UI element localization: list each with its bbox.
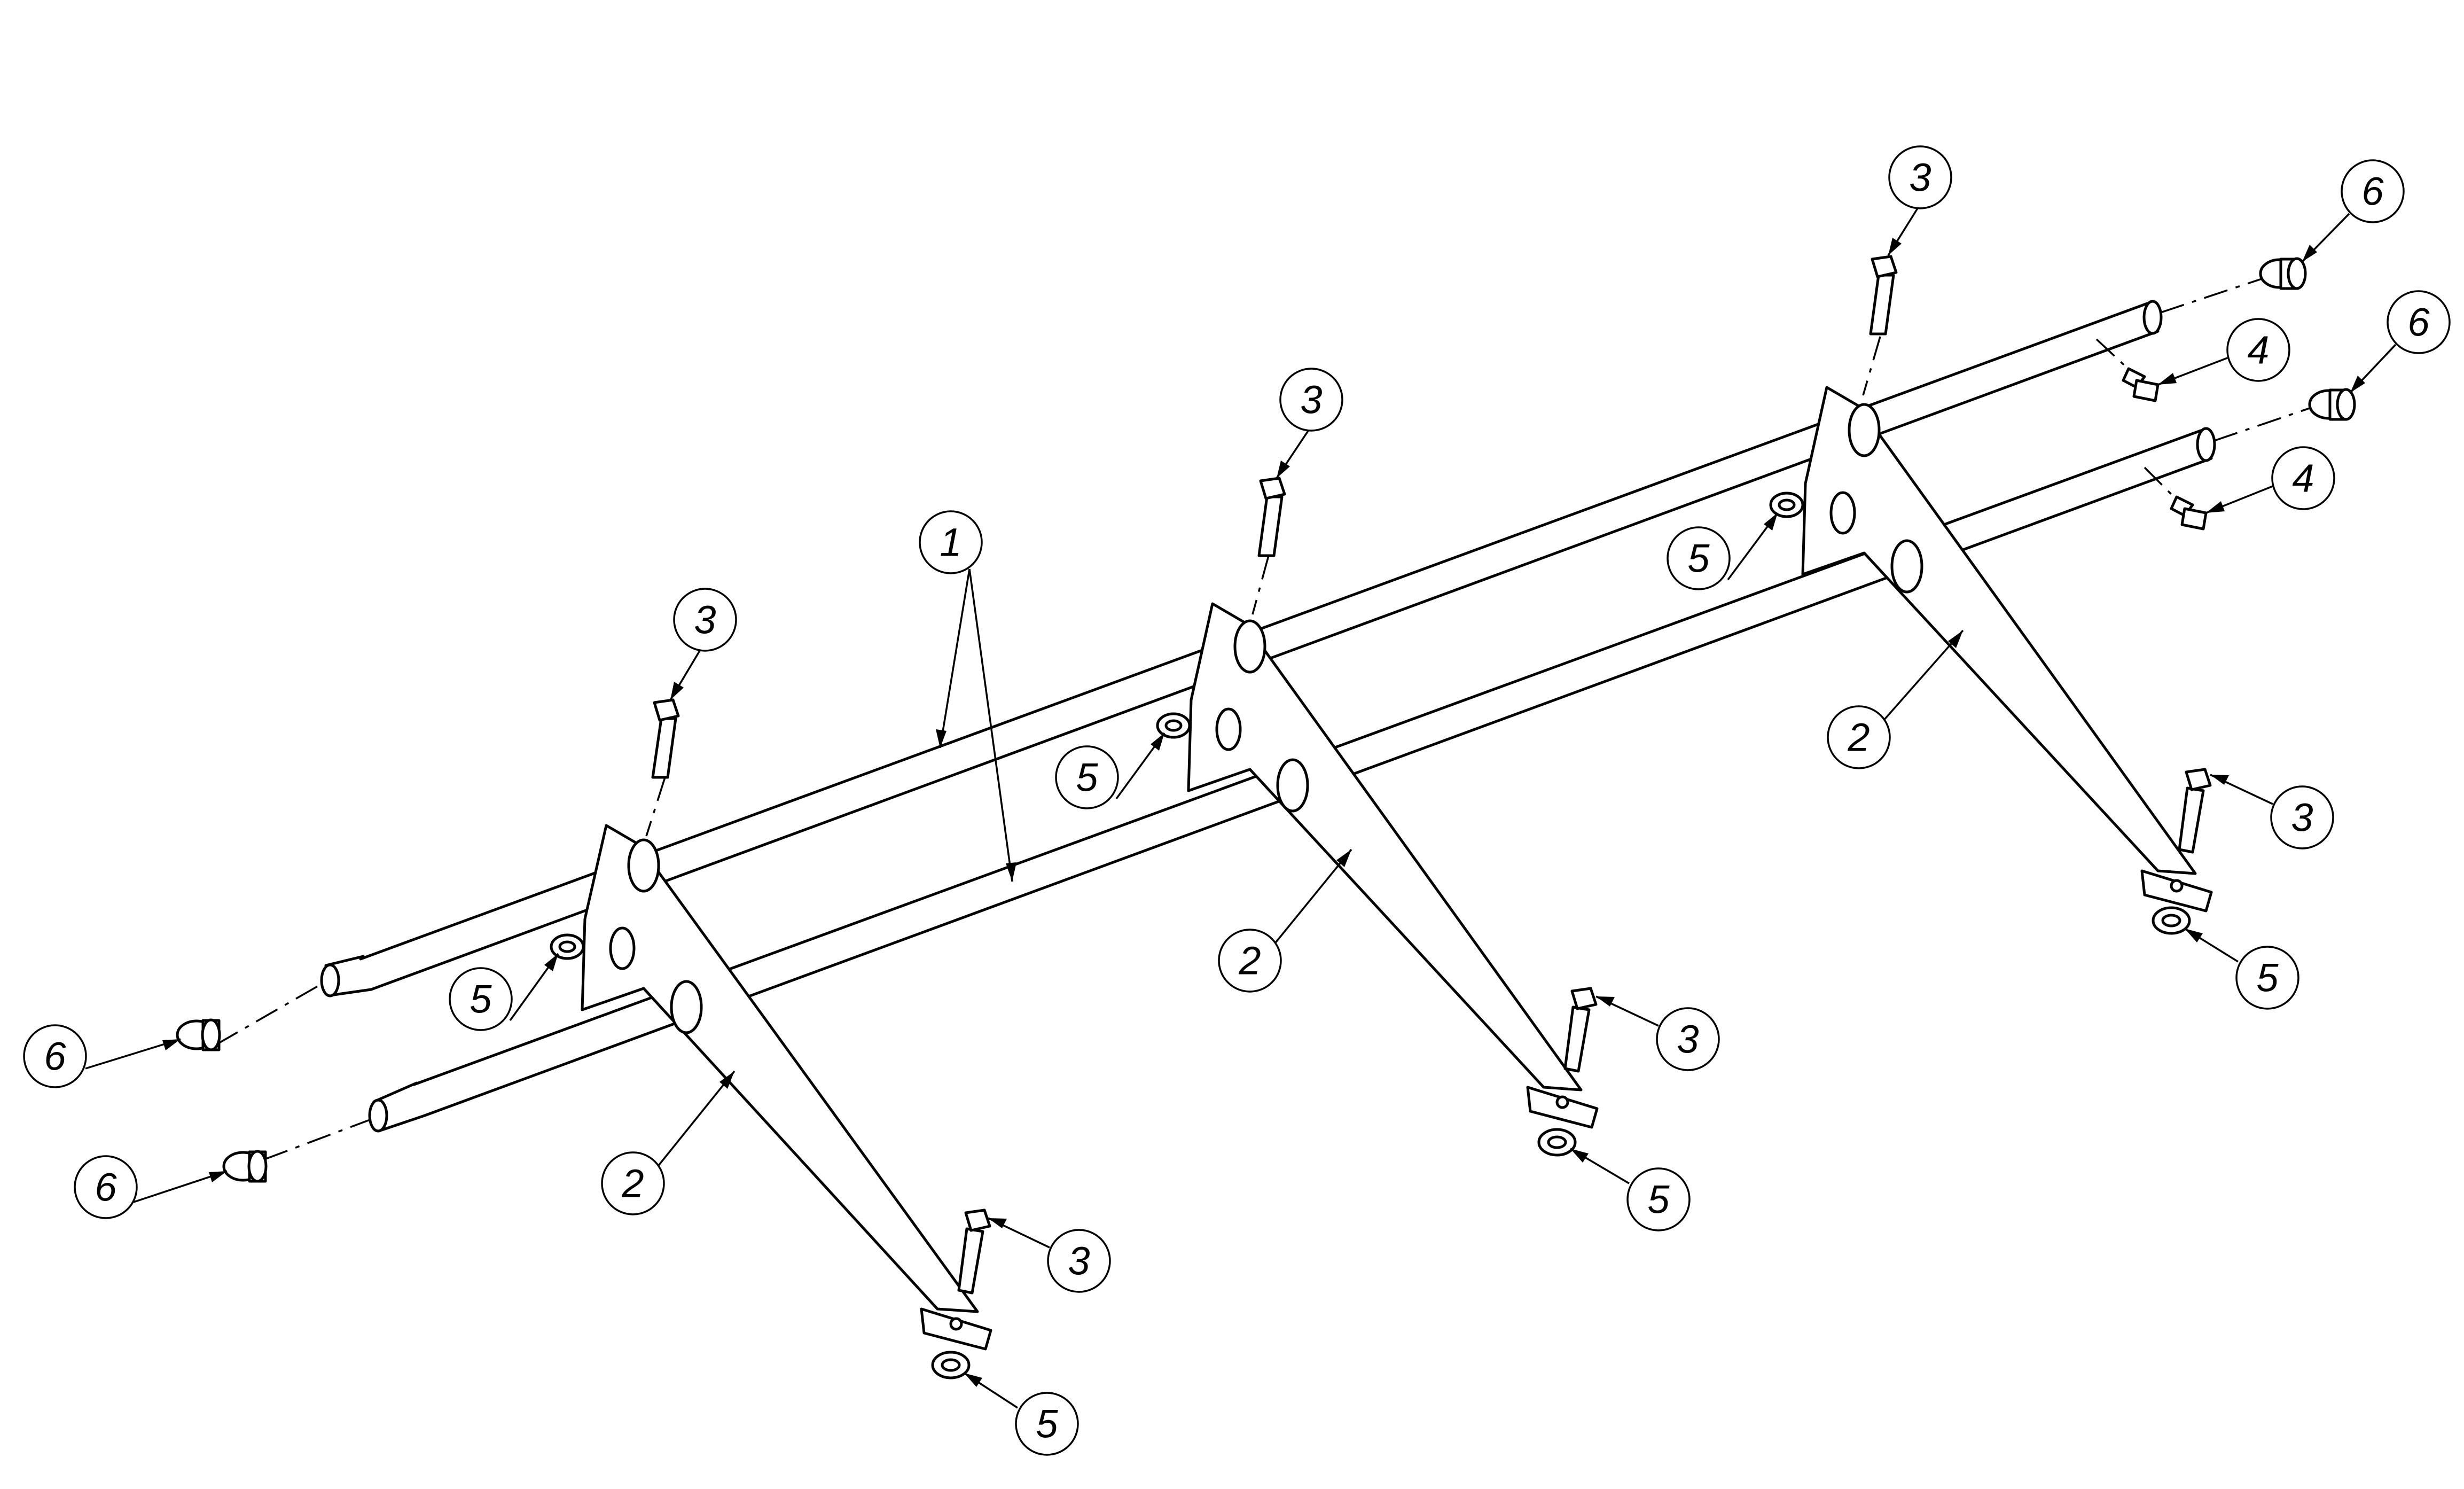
bolt-left-bottom bbox=[957, 1209, 991, 1295]
cap-right-lower bbox=[2213, 388, 2356, 442]
callout-part-5: 5 bbox=[449, 953, 559, 1031]
callout-part-5: 5 bbox=[964, 1372, 1079, 1456]
bolt-left-top bbox=[645, 698, 680, 837]
callout-label: 5 bbox=[470, 977, 492, 1022]
washer-left-inner bbox=[550, 933, 585, 960]
callout-part-3: 3 bbox=[2210, 774, 2334, 849]
screw-upper bbox=[2095, 338, 2160, 402]
callout-label: 3 bbox=[1300, 378, 1322, 422]
callout-label: 5 bbox=[1647, 1178, 1670, 1222]
callout-label: 6 bbox=[95, 1165, 117, 1210]
bolt-middle-top bbox=[1251, 477, 1286, 615]
callout-label: 3 bbox=[1909, 155, 1931, 200]
cap-left-lower bbox=[222, 1118, 372, 1183]
callout-label: 3 bbox=[2291, 796, 2313, 840]
callout-label: 2 bbox=[1238, 939, 1261, 983]
callout-part-5: 5 bbox=[2184, 927, 2299, 1010]
callout-part-3: 3 bbox=[669, 588, 737, 700]
callout-part-5: 5 bbox=[1667, 512, 1779, 590]
callout-label: 5 bbox=[1076, 755, 1098, 800]
washer-right-bottom bbox=[2152, 906, 2191, 935]
callout-part-4: 4 bbox=[2157, 318, 2290, 386]
bolt-right-bottom bbox=[2178, 768, 2212, 854]
callout-label: 4 bbox=[2247, 328, 2269, 372]
callout-part-3: 3 bbox=[1595, 995, 1720, 1071]
callout-label: 2 bbox=[1847, 715, 1869, 760]
callout-part-3: 3 bbox=[988, 1217, 1111, 1293]
callout-label: 1 bbox=[940, 520, 961, 565]
bracket-middle bbox=[1187, 602, 1599, 1129]
bracket-right bbox=[1801, 386, 2213, 913]
callout-part-2: 2 bbox=[1218, 848, 1352, 993]
cap-left-upper bbox=[176, 982, 324, 1051]
callout-part-6: 6 bbox=[23, 1024, 181, 1088]
callout-part-2: 2 bbox=[1827, 629, 1964, 769]
callout-part-6: 6 bbox=[2301, 159, 2405, 263]
washer-right-inner bbox=[1769, 492, 1804, 518]
callout-label: 5 bbox=[1036, 1402, 1058, 1446]
callout-part-5: 5 bbox=[1055, 732, 1165, 809]
bolt-right-top bbox=[1862, 255, 1898, 396]
callout-part-3: 3 bbox=[1276, 368, 1343, 479]
callout-label: 2 bbox=[621, 1161, 644, 1206]
callout-label: 3 bbox=[694, 598, 716, 642]
callout-part-4: 4 bbox=[2205, 446, 2335, 514]
callout-label: 6 bbox=[2361, 169, 2384, 214]
callout-label: 5 bbox=[2256, 956, 2279, 1000]
callout-label: 5 bbox=[1687, 536, 1710, 581]
screw-lower bbox=[2144, 466, 2208, 531]
washer-middle-inner bbox=[1156, 712, 1191, 739]
callout-part-2: 2 bbox=[601, 1070, 736, 1215]
cap-right-upper bbox=[2160, 257, 2307, 314]
callout-label: 3 bbox=[1068, 1239, 1090, 1283]
callout-part-5: 5 bbox=[1570, 1148, 1691, 1231]
callout-part-3: 3 bbox=[1887, 145, 1952, 256]
washer-left-bottom bbox=[931, 1351, 971, 1379]
callout-part-6: 6 bbox=[2349, 290, 2451, 394]
callout-part-1: 1 bbox=[919, 510, 1016, 882]
callout-part-6: 6 bbox=[74, 1155, 228, 1219]
callout-label: 6 bbox=[2407, 300, 2430, 345]
callout-label: 6 bbox=[44, 1034, 66, 1079]
callout-label: 3 bbox=[1677, 1017, 1699, 1062]
washer-middle-bottom bbox=[1537, 1128, 1577, 1157]
bolt-middle-bottom bbox=[1563, 987, 1598, 1073]
bracket-left bbox=[581, 824, 992, 1351]
callout-label: 4 bbox=[2292, 456, 2314, 501]
